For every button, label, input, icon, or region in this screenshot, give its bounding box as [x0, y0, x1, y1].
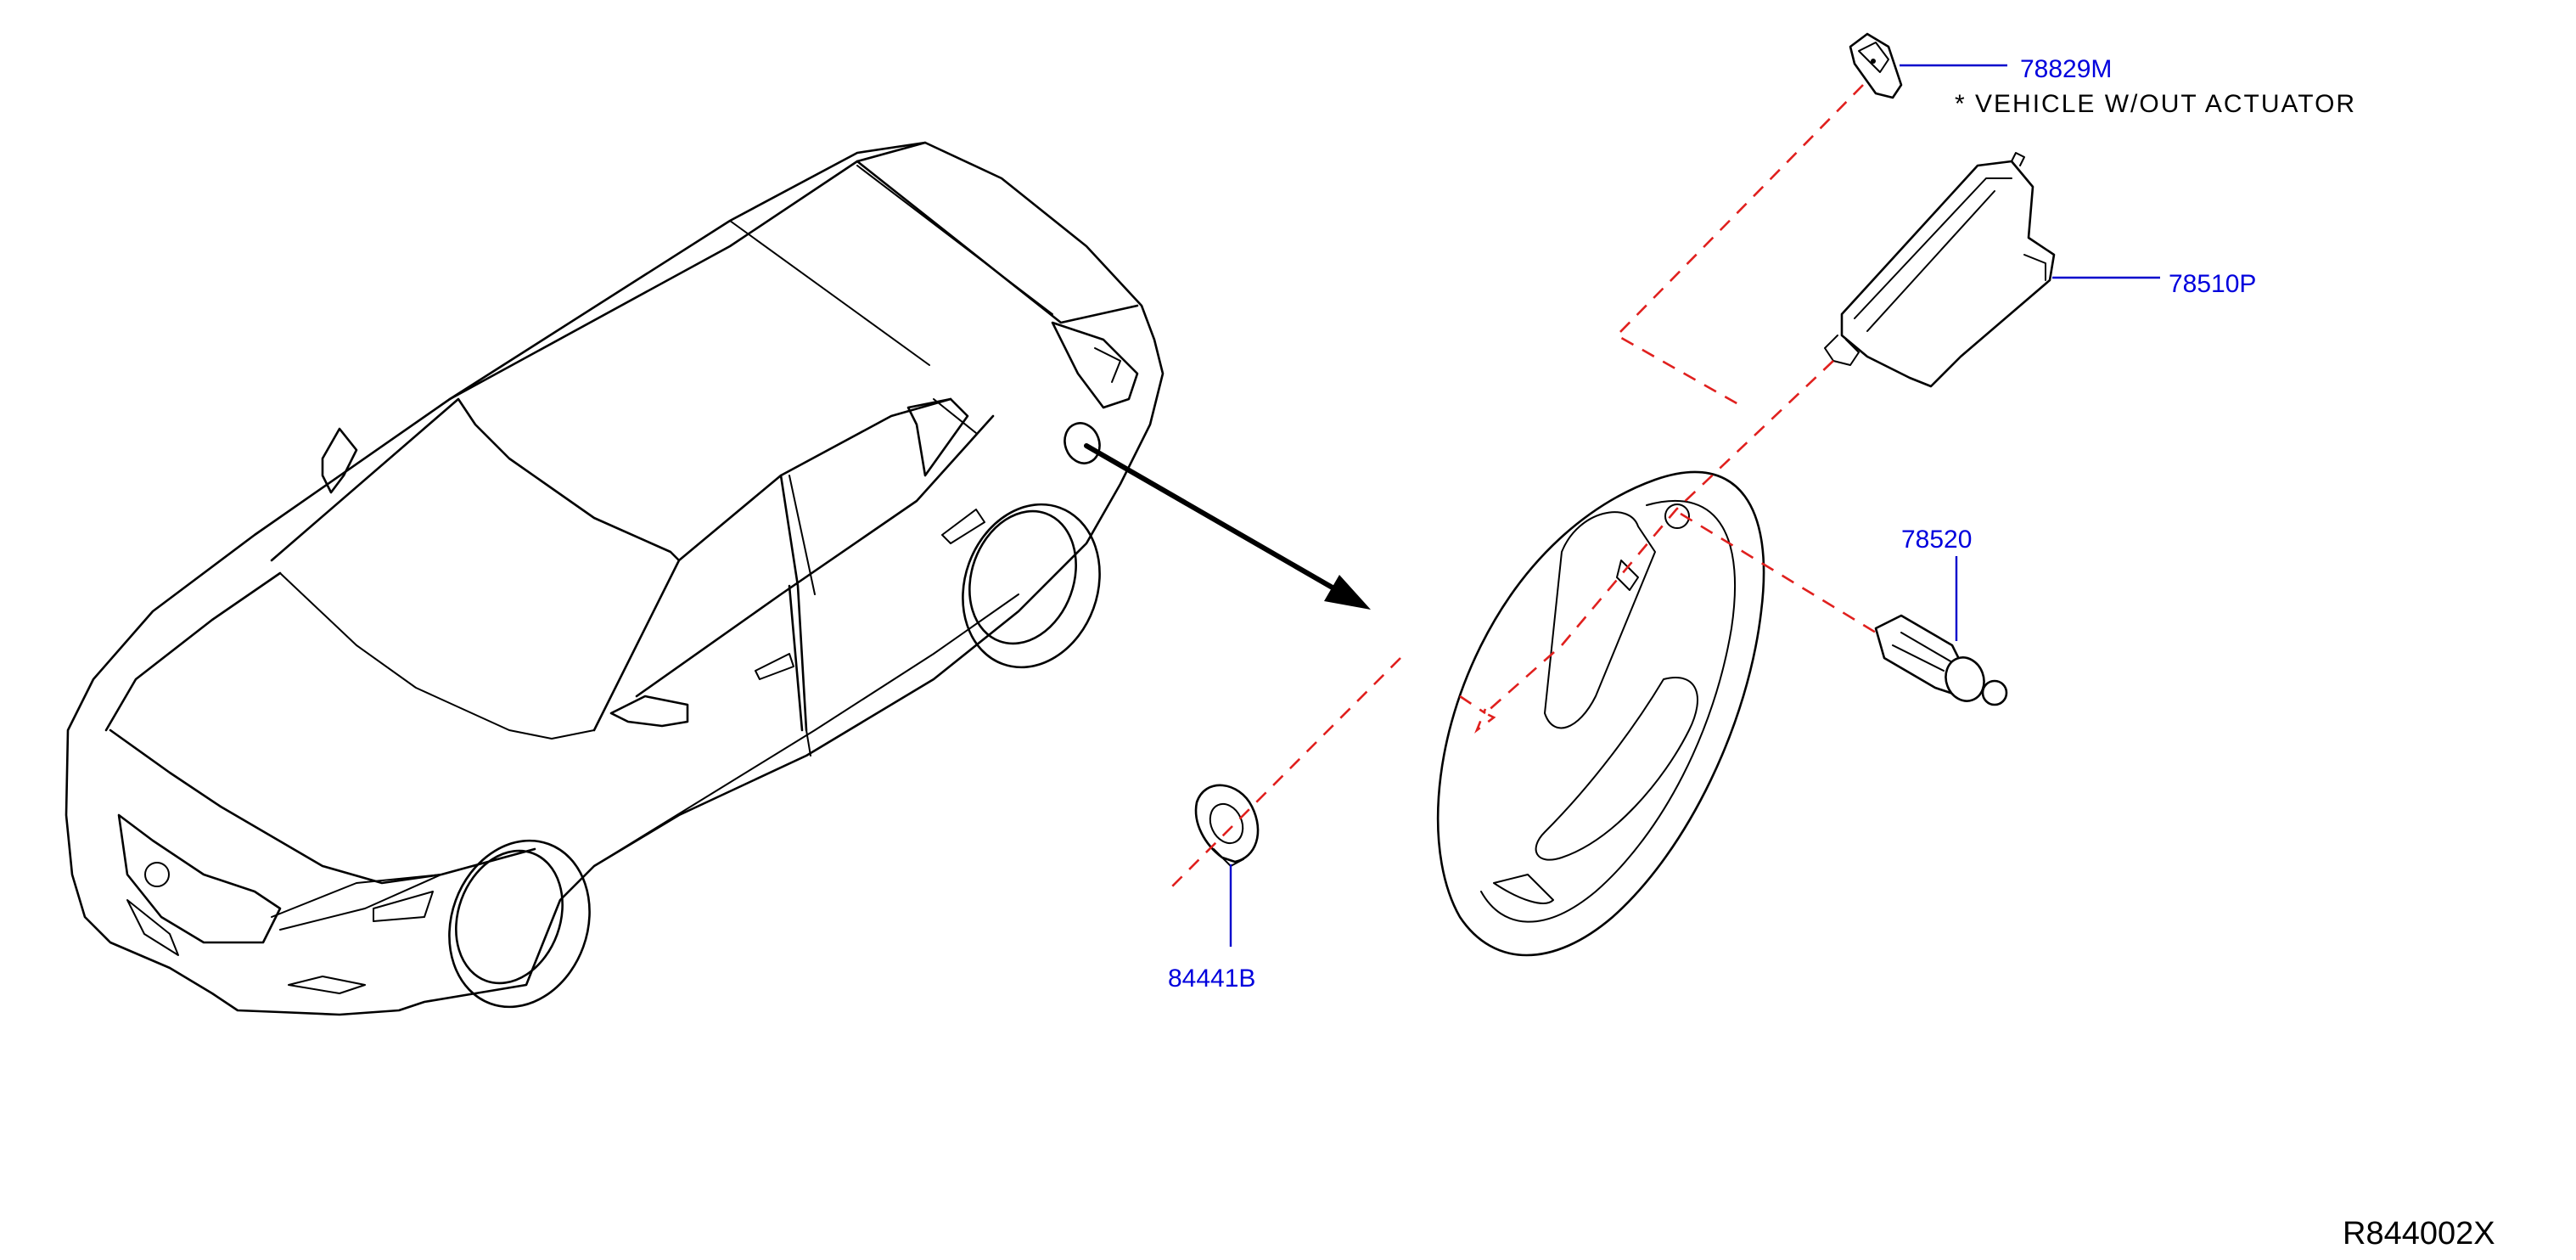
- callout-78510P: 78510P: [2169, 270, 2256, 298]
- lid-opener-part: [1874, 614, 2008, 706]
- vehicle-illustration: [65, 141, 1165, 1016]
- grommet-part: [1849, 32, 1903, 99]
- callout-78829M: 78829M: [2020, 55, 2112, 83]
- clip-part: [1194, 784, 1260, 867]
- callouts: 78829M * VEHICLE W/OUT ACTUATOR 78510P 7…: [1168, 55, 2495, 1252]
- fuel-filler-lid: [1436, 470, 1765, 957]
- note-vehicle-without-actuator: * VEHICLE W/OUT ACTUATOR: [1955, 90, 2356, 118]
- callout-78520: 78520: [1901, 526, 1972, 554]
- actuator-part: [1824, 152, 2056, 388]
- pointer-arrow: [1084, 443, 1371, 610]
- callout-84441B: 84441B: [1168, 965, 1255, 993]
- assembly-guide-lines: [1166, 84, 1881, 892]
- reference-code: R844002X: [2343, 1216, 2495, 1252]
